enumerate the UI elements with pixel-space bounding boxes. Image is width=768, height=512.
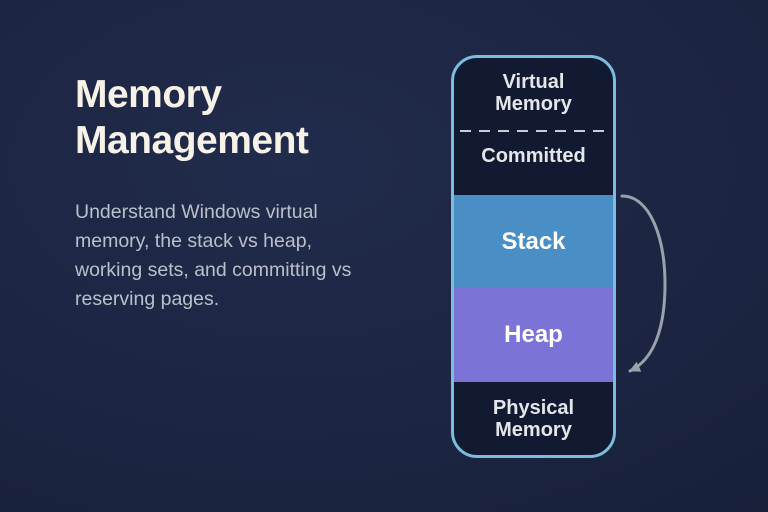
committed-label: Committed bbox=[481, 145, 586, 167]
virtual-memory-label: Virtual Memory bbox=[495, 71, 572, 115]
page-title: Memory Management bbox=[75, 73, 309, 162]
heap-label: Heap bbox=[504, 321, 563, 348]
virtual-memory-section: Virtual Memory Committed bbox=[454, 58, 613, 195]
dashed-divider bbox=[459, 130, 608, 132]
virtual-memory-diagram: Virtual Memory Committed Stack Heap Phys… bbox=[451, 55, 616, 458]
physical-memory-label: Physical Memory bbox=[492, 396, 575, 441]
stack-segment: Stack bbox=[454, 195, 613, 288]
stack-label: Stack bbox=[501, 227, 566, 255]
physical-memory-section: Physical Memory bbox=[454, 382, 613, 455]
heap-segment: Heap bbox=[454, 288, 613, 382]
page-description: Understand Windows virtual memory, the s… bbox=[75, 201, 352, 310]
